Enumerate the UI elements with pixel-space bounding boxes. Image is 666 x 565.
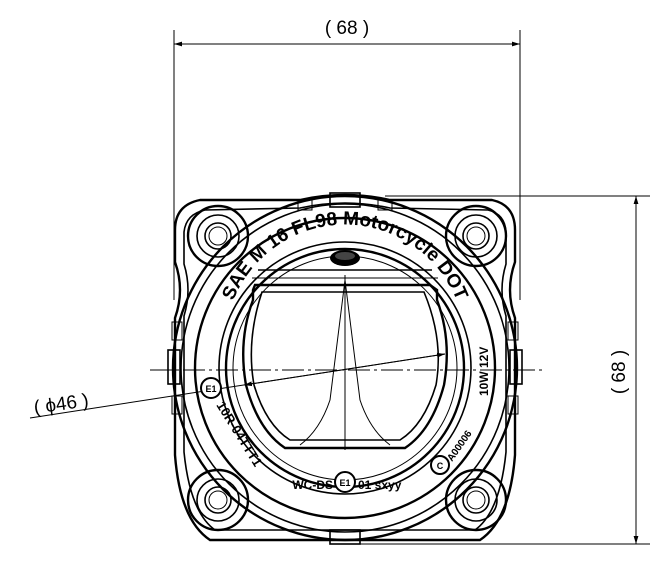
bezel-tabs: [167, 192, 523, 545]
cert-right-label: A00006: [445, 428, 474, 463]
inner-lens: [242, 269, 448, 450]
cert-mark-right: C: [430, 455, 450, 475]
approval-bottom-suffix: 01 sxyy: [358, 478, 402, 492]
height-dimension: [360, 195, 650, 545]
emark-left: E1: [200, 377, 222, 399]
centre-lines: [150, 275, 545, 450]
emark-bottom-code: E1: [339, 478, 350, 488]
mount-ear-top-left: [186, 204, 250, 268]
diameter-dimension-label: ( ϕ46 ): [33, 390, 90, 418]
power-rating-label: 10W 12V: [477, 347, 491, 396]
emark-left-code: E1: [205, 384, 216, 394]
mount-ear-bottom-left: [186, 468, 250, 532]
emark-bottom: E1: [334, 471, 356, 493]
bezel-rings: [171, 194, 519, 542]
diameter-dimension: [29, 352, 446, 419]
led-emitter: [330, 250, 360, 266]
width-dimension-label: ( 68 ): [325, 18, 369, 39]
cert-mark-right-letter: C: [437, 461, 444, 471]
height-dimension-label: ( 68 ): [609, 350, 630, 394]
approval-bottom-prefix: WC-DS: [292, 478, 333, 492]
width-dimension: [173, 30, 521, 300]
approval-left-label: 10R-04TTT1: [213, 399, 265, 469]
